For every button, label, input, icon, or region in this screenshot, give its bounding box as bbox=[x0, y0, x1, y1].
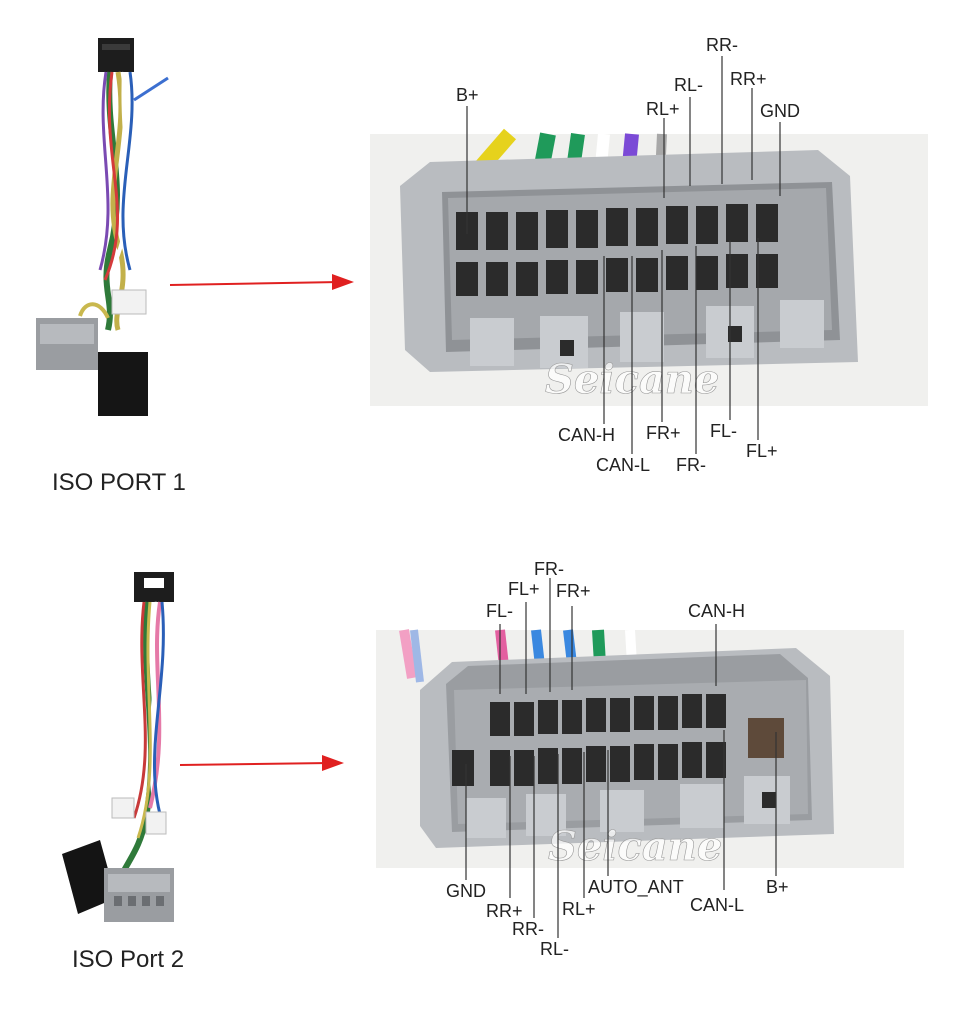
pin-label-rl-plus: RL+ bbox=[562, 899, 596, 919]
pin-label-can-h: CAN-H bbox=[558, 425, 615, 445]
pin-label-auto-ant: AUTO_ANT bbox=[588, 877, 684, 897]
pin-label-can-l: CAN-L bbox=[690, 895, 745, 915]
connector-1-pin-row-bottom bbox=[456, 254, 778, 296]
pin-label-b-plus: B+ bbox=[456, 85, 479, 105]
pin-label-gnd: GND bbox=[446, 881, 486, 901]
pin-label-rl-minus: RL- bbox=[540, 939, 570, 959]
pin-label-rl-minus: RL- bbox=[674, 75, 704, 95]
pin-label-fr-minus: FR- bbox=[534, 559, 564, 579]
iso-port-1-illustration: Seicane bbox=[36, 38, 928, 454]
watermark-2: Seicane bbox=[548, 823, 722, 870]
connector-2-leaders-top bbox=[499, 578, 717, 694]
pin-label-rr-plus: RR+ bbox=[486, 901, 523, 921]
pin-label-rr-plus: RR+ bbox=[730, 69, 767, 89]
pin-label-fr-minus: FR- bbox=[676, 455, 706, 475]
connector-2-pin-row-bottom bbox=[452, 718, 784, 786]
iso-port-2-illustration: Seicane bbox=[62, 572, 904, 938]
pin-label-fl-minus: FL- bbox=[710, 421, 737, 441]
connector-2-leaders-bottom bbox=[465, 730, 777, 938]
connector-2-pin-row-top bbox=[490, 694, 726, 736]
iso-port-2-panel: Seicane FL- FL+ FR- FR+ CAN-H GND RR+ RR… bbox=[0, 518, 980, 1036]
pin-label-fr-plus: FR+ bbox=[556, 581, 591, 601]
pin-label-fl-plus: FL+ bbox=[746, 441, 778, 461]
pin-label-gnd: GND bbox=[760, 101, 800, 121]
arrow-icon bbox=[169, 274, 354, 290]
pin-label-fr-plus: FR+ bbox=[646, 423, 681, 443]
connector-1-leaders-top bbox=[466, 56, 781, 234]
connector-1-leaders-bottom bbox=[603, 238, 759, 454]
pin-label-can-l: CAN-L bbox=[596, 455, 651, 475]
harness-2-image bbox=[62, 572, 174, 922]
port-title: ISO PORT 1 bbox=[52, 469, 186, 496]
pin-label-rr-minus: RR- bbox=[512, 919, 544, 939]
arrow-icon bbox=[179, 755, 344, 771]
pin-label-rl-plus: RL+ bbox=[646, 99, 680, 119]
harness-1-image bbox=[36, 38, 169, 416]
pin-label-rr-minus: RR- bbox=[706, 35, 738, 55]
pin-label-b-plus: B+ bbox=[766, 877, 789, 897]
port-title: ISO Port 2 bbox=[72, 946, 185, 973]
connector-2-keys bbox=[466, 776, 790, 838]
pin-label-fl-minus: FL- bbox=[486, 601, 513, 621]
pin-label-can-h: CAN-H bbox=[688, 601, 745, 621]
iso-port-1-panel: Seicane B+ RL+ RL- RR- RR+ GND CAN-H CAN… bbox=[36, 35, 928, 496]
pin-label-fl-plus: FL+ bbox=[508, 579, 540, 599]
